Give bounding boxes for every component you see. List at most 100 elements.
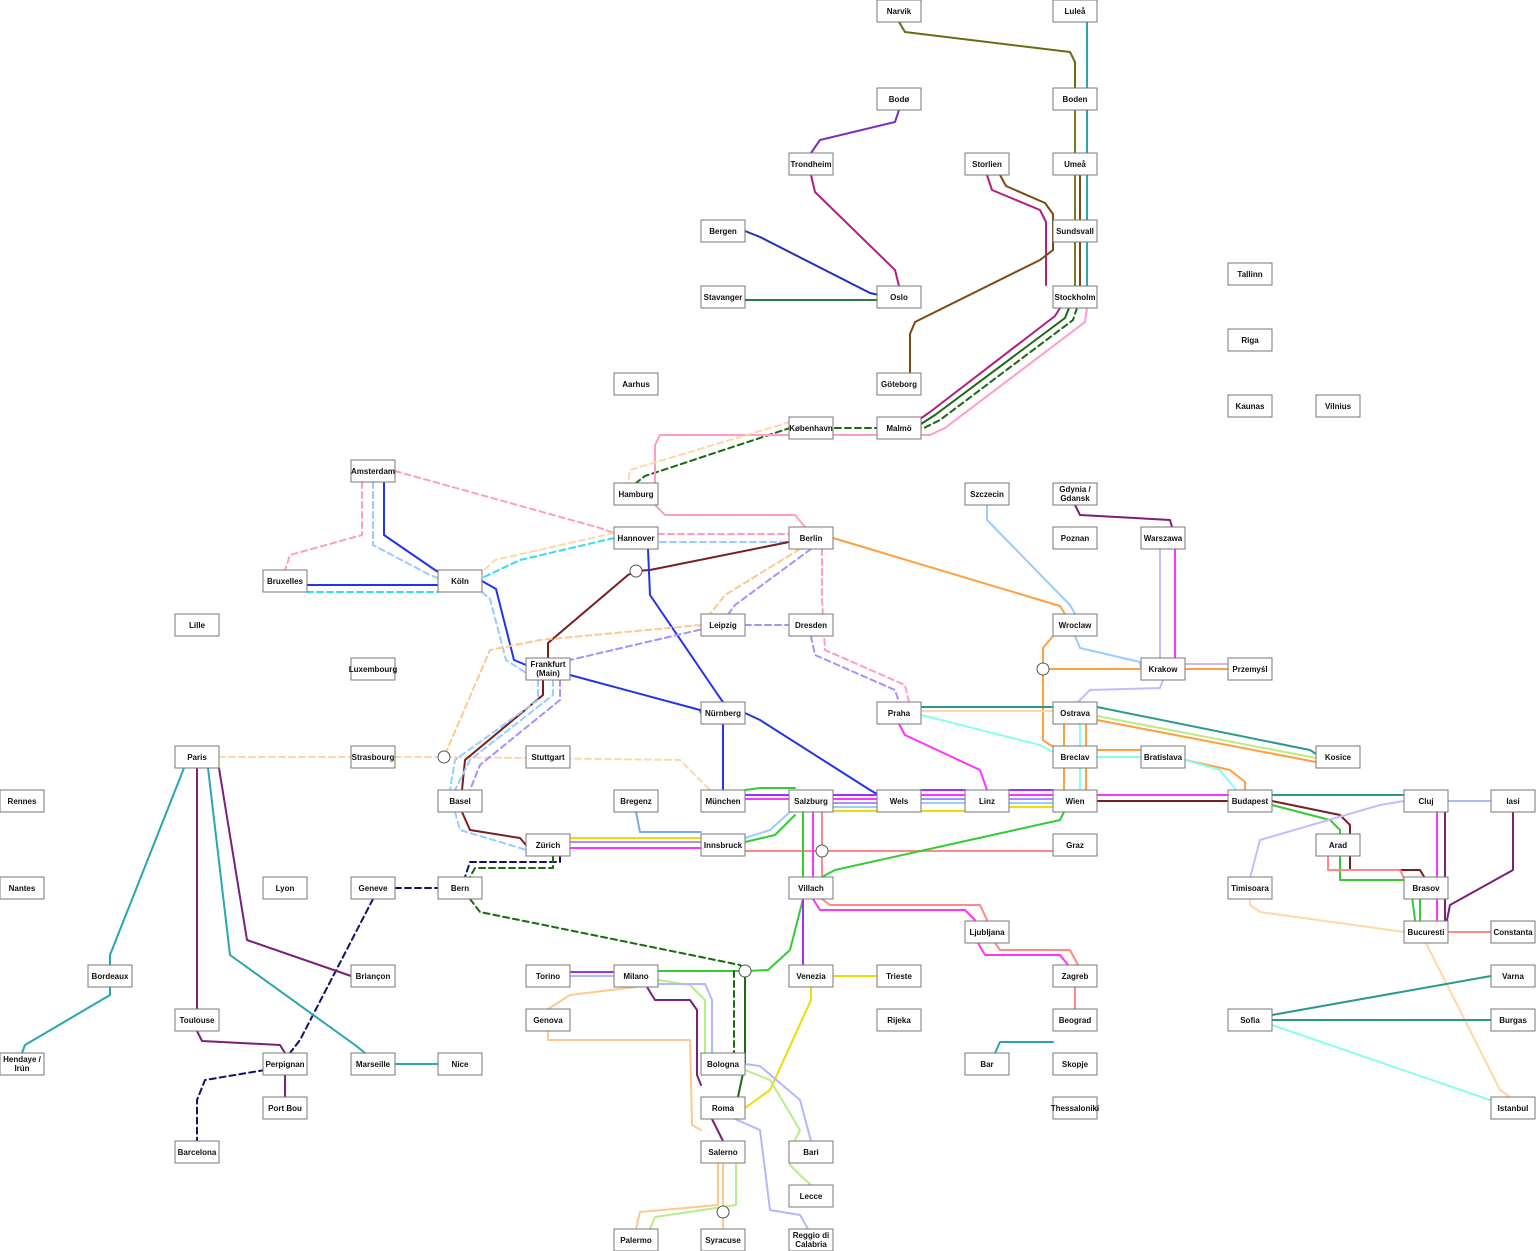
station-frankfurt[interactable]: Frankfurt(Main) xyxy=(525,657,571,681)
station-lille[interactable]: Lille xyxy=(174,613,220,637)
station-kaunas[interactable]: Kaunas xyxy=(1227,394,1273,418)
station-beograd[interactable]: Beograd xyxy=(1052,1008,1098,1032)
station-arad[interactable]: Arad xyxy=(1315,833,1361,857)
station-kosice[interactable]: Kosice xyxy=(1315,745,1361,769)
station-thessaloniki[interactable]: Thessaloniki xyxy=(1051,1096,1099,1120)
station-toulouse[interactable]: Toulouse xyxy=(174,1008,220,1032)
station-briancon[interactable]: Briançon xyxy=(350,964,396,988)
station-wien[interactable]: Wien xyxy=(1052,789,1098,813)
station-wels[interactable]: Wels xyxy=(876,789,922,813)
station-bergen[interactable]: Bergen xyxy=(700,219,746,243)
station-bari[interactable]: Bari xyxy=(788,1140,834,1164)
station-trieste[interactable]: Trieste xyxy=(876,964,922,988)
station-trondheim[interactable]: Trondheim xyxy=(788,152,834,176)
station-lyon[interactable]: Lyon xyxy=(262,876,308,900)
station-gdynia[interactable]: Gdynia /Gdansk xyxy=(1052,482,1098,506)
station-budapest[interactable]: Budapest xyxy=(1227,789,1273,813)
station-basel[interactable]: Basel xyxy=(437,789,483,813)
station-breclav[interactable]: Breclav xyxy=(1052,745,1098,769)
station-hamburg[interactable]: Hamburg xyxy=(613,482,659,506)
station-stockholm[interactable]: Stockholm xyxy=(1052,285,1098,309)
station-sofia[interactable]: Sofia xyxy=(1227,1008,1273,1032)
station-milano[interactable]: Milano xyxy=(613,964,659,988)
station-rennes[interactable]: Rennes xyxy=(0,789,45,813)
station-malmo[interactable]: Malmö xyxy=(876,416,922,440)
station-wroclaw[interactable]: Wroclaw xyxy=(1052,613,1098,637)
station-geneve[interactable]: Geneve xyxy=(350,876,396,900)
station-linz[interactable]: Linz xyxy=(964,789,1010,813)
station-bucuresti[interactable]: Bucuresti xyxy=(1403,920,1449,944)
station-kobenhavn[interactable]: København xyxy=(788,416,834,440)
station-ostrava[interactable]: Ostrava xyxy=(1052,701,1098,725)
station-innsbruck[interactable]: Innsbruck xyxy=(700,833,746,857)
station-leipzig[interactable]: Leipzig xyxy=(700,613,746,637)
station-munchen[interactable]: München xyxy=(700,789,746,813)
station-palermo[interactable]: Palermo xyxy=(613,1228,659,1251)
station-bordeaux[interactable]: Bordeaux xyxy=(87,964,133,988)
station-tallinn[interactable]: Tallinn xyxy=(1227,262,1273,286)
station-hendaye[interactable]: Hendaye /Irún xyxy=(0,1052,45,1076)
station-berlin[interactable]: Berlin xyxy=(788,526,834,550)
station-poznan[interactable]: Poznan xyxy=(1052,526,1098,550)
station-bruxelles[interactable]: Bruxelles xyxy=(262,569,308,593)
station-villach[interactable]: Villach xyxy=(788,876,834,900)
station-zagreb[interactable]: Zagreb xyxy=(1052,964,1098,988)
station-szczecin[interactable]: Szczecin xyxy=(964,482,1010,506)
station-ljubljana[interactable]: Ljubljana xyxy=(964,920,1010,944)
station-nantes[interactable]: Nantes xyxy=(0,876,45,900)
station-graz[interactable]: Graz xyxy=(1052,833,1098,857)
station-zurich[interactable]: Zürich xyxy=(525,833,571,857)
station-boden[interactable]: Boden xyxy=(1052,87,1098,111)
station-venezia[interactable]: Venezia xyxy=(788,964,834,988)
station-constanta[interactable]: Constanta xyxy=(1490,920,1536,944)
station-varna[interactable]: Varna xyxy=(1490,964,1536,988)
station-lecce[interactable]: Lecce xyxy=(788,1184,834,1208)
station-nice[interactable]: Nice xyxy=(437,1052,483,1076)
station-bern[interactable]: Bern xyxy=(437,876,483,900)
station-luxembourg[interactable]: Luxembourg xyxy=(349,657,398,681)
station-stavanger[interactable]: Stavanger xyxy=(700,285,746,309)
station-brasov[interactable]: Brasov xyxy=(1403,876,1449,900)
station-paris[interactable]: Paris xyxy=(174,745,220,769)
station-cluj[interactable]: Cluj xyxy=(1403,789,1449,813)
station-salzburg[interactable]: Salzburg xyxy=(788,789,834,813)
station-oslo[interactable]: Oslo xyxy=(876,285,922,309)
station-praha[interactable]: Praha xyxy=(876,701,922,725)
station-iasi[interactable]: Iasi xyxy=(1490,789,1536,813)
station-marseille[interactable]: Marseille xyxy=(350,1052,396,1076)
station-rijeka[interactable]: Rijeka xyxy=(876,1008,922,1032)
station-torino[interactable]: Torino xyxy=(525,964,571,988)
station-bodo[interactable]: Bodø xyxy=(876,87,922,111)
station-koln[interactable]: Köln xyxy=(437,569,483,593)
station-bar[interactable]: Bar xyxy=(964,1052,1010,1076)
station-syracuse[interactable]: Syracuse xyxy=(700,1228,746,1251)
station-strasbourg[interactable]: Strasbourg xyxy=(350,745,396,769)
station-skopje[interactable]: Skopje xyxy=(1052,1052,1098,1076)
station-salerno[interactable]: Salerno xyxy=(700,1140,746,1164)
station-amsterdam[interactable]: Amsterdam xyxy=(350,459,396,483)
station-krakow[interactable]: Krakow xyxy=(1140,657,1186,681)
station-bratislava[interactable]: Bratislava xyxy=(1140,745,1186,769)
station-roma[interactable]: Roma xyxy=(700,1096,746,1120)
station-lulea[interactable]: Luleå xyxy=(1052,0,1098,23)
station-portbou[interactable]: Port Bou xyxy=(262,1096,308,1120)
station-narvik[interactable]: Narvik xyxy=(876,0,922,23)
station-bologna[interactable]: Bologna xyxy=(700,1052,746,1076)
station-sundsvall[interactable]: Sundsvall xyxy=(1052,219,1098,243)
station-dresden[interactable]: Dresden xyxy=(788,613,834,637)
station-stuttgart[interactable]: Stuttgart xyxy=(525,745,571,769)
station-bregenz[interactable]: Bregenz xyxy=(613,789,659,813)
station-burgas[interactable]: Burgas xyxy=(1490,1008,1536,1032)
station-barcelona[interactable]: Barcelona xyxy=(174,1140,220,1164)
station-hannover[interactable]: Hannover xyxy=(613,526,659,550)
station-riga[interactable]: Riga xyxy=(1227,328,1273,352)
station-storlien[interactable]: Storlien xyxy=(964,152,1010,176)
station-aarhus[interactable]: Aarhus xyxy=(613,372,659,396)
station-goteborg[interactable]: Göteborg xyxy=(876,372,922,396)
station-genova[interactable]: Genova xyxy=(525,1008,571,1032)
station-perpignan[interactable]: Perpignan xyxy=(262,1052,308,1076)
station-przemysl[interactable]: Przemyśl xyxy=(1227,657,1273,681)
station-warszawa[interactable]: Warszawa xyxy=(1140,526,1186,550)
station-timisoara[interactable]: Timisoara xyxy=(1227,876,1273,900)
